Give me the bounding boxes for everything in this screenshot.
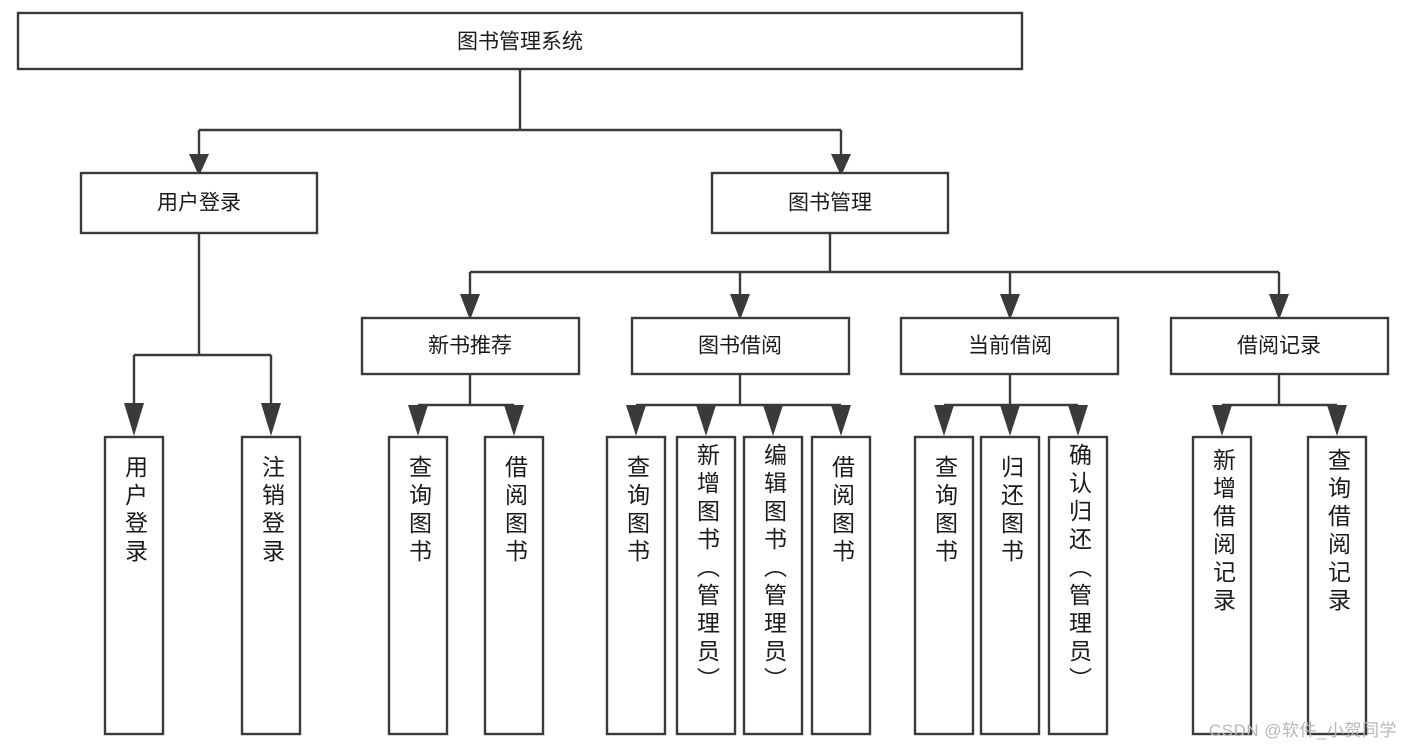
connector-group-new-book-leaves — [408, 374, 524, 436]
node-new-book-recommend-box[interactable] — [360, 316, 581, 376]
node-root-label: 图书管理系统 — [457, 31, 583, 54]
arrow-head-current-borrow — [1000, 294, 1020, 320]
node-user-login-box[interactable] — [79, 171, 319, 235]
node-current-borrow-box[interactable] — [899, 316, 1120, 376]
node-borrow-record-label: 借阅记录 — [1237, 335, 1321, 358]
connector-root-trunk — [197, 69, 843, 160]
node-current-borrow[interactable]: 当前借阅 — [899, 316, 1120, 376]
leaf-box-user-login[interactable] — [103, 435, 165, 736]
connector-group-current-borrow-leaves — [934, 374, 1088, 436]
node-book-manage-box[interactable] — [710, 171, 950, 235]
arrow-head-leaf-return-book — [1000, 405, 1020, 436]
connector-group-user-login-leaves — [124, 233, 281, 436]
connector-borrow-record-trunk — [1220, 374, 1339, 412]
connector-new-book-trunk — [416, 374, 516, 412]
node-book-borrow[interactable]: 图书借阅 — [630, 316, 851, 376]
node-root-box[interactable] — [16, 11, 1024, 71]
leaf-box-add-record[interactable] — [1191, 435, 1253, 736]
node-book-borrow-box[interactable] — [630, 316, 851, 376]
leaf-box-edit-book[interactable] — [742, 435, 804, 736]
arrow-head-leaf-borrow-book-2 — [831, 405, 851, 436]
node-book-borrow-label: 图书借阅 — [698, 335, 782, 358]
connector-user-login-trunk — [132, 233, 273, 408]
node-root[interactable]: 图书管理系统 — [16, 11, 1024, 71]
leaf-box-confirm-return[interactable] — [1047, 435, 1109, 736]
node-user-login-label: 用户登录 — [157, 192, 241, 215]
leaf-box-borrow-book-2[interactable] — [810, 435, 872, 736]
arrow-head-user-login — [189, 154, 209, 176]
arrow-head-leaf-confirm-return — [1068, 405, 1088, 436]
arrow-head-leaf-add-record — [1212, 405, 1232, 436]
node-current-borrow-label: 当前借阅 — [968, 335, 1052, 358]
node-borrow-record-box[interactable] — [1169, 316, 1390, 376]
node-new-book-recommend[interactable]: 新书推荐 — [360, 316, 581, 376]
node-book-manage-label: 图书管理 — [788, 192, 872, 215]
arrow-head-leaf-query-book-3 — [934, 405, 954, 436]
connector-book-borrow-trunk — [634, 374, 843, 412]
arrow-head-leaf-edit-book — [763, 405, 783, 436]
leaf-box-query-book-3[interactable] — [913, 435, 975, 736]
arrow-head-book-manage — [831, 154, 851, 176]
connector-book-manage-trunk — [468, 233, 1281, 300]
connector-group-borrow-record-leaves — [1212, 374, 1347, 436]
leaf-box-logout[interactable] — [240, 435, 302, 736]
node-book-manage[interactable]: 图书管理 — [710, 171, 950, 235]
connector-group-book-manage — [460, 233, 1289, 320]
node-new-book-recommend-label: 新书推荐 — [428, 335, 512, 358]
arrow-head-leaf-logout — [261, 403, 281, 436]
arrow-head-leaf-borrow-book-1 — [504, 405, 524, 436]
leaf-box-add-book[interactable] — [675, 435, 737, 736]
leaf-box-query-book-2[interactable] — [605, 435, 667, 736]
node-user-login[interactable]: 用户登录 — [79, 171, 319, 235]
arrow-head-new-book — [460, 294, 480, 320]
arrow-head-leaf-query-record — [1327, 405, 1347, 436]
arrow-head-leaf-query-book-2 — [626, 405, 646, 436]
arrow-head-borrow-record — [1269, 294, 1289, 320]
arrow-head-book-borrow — [730, 294, 750, 320]
leaf-box-query-record[interactable] — [1306, 435, 1368, 736]
arrow-head-leaf-add-book — [696, 405, 716, 436]
node-borrow-record[interactable]: 借阅记录 — [1169, 316, 1390, 376]
leaf-box-return-book[interactable] — [979, 435, 1041, 736]
leaf-box-borrow-book-1[interactable] — [483, 435, 545, 736]
arrow-head-leaf-user-login — [124, 403, 144, 436]
leaf-box-query-book-1[interactable] — [387, 435, 449, 736]
connector-group-root — [189, 69, 851, 176]
arrow-head-leaf-query-book-1 — [408, 405, 428, 436]
connector-group-book-borrow-leaves — [626, 374, 851, 436]
